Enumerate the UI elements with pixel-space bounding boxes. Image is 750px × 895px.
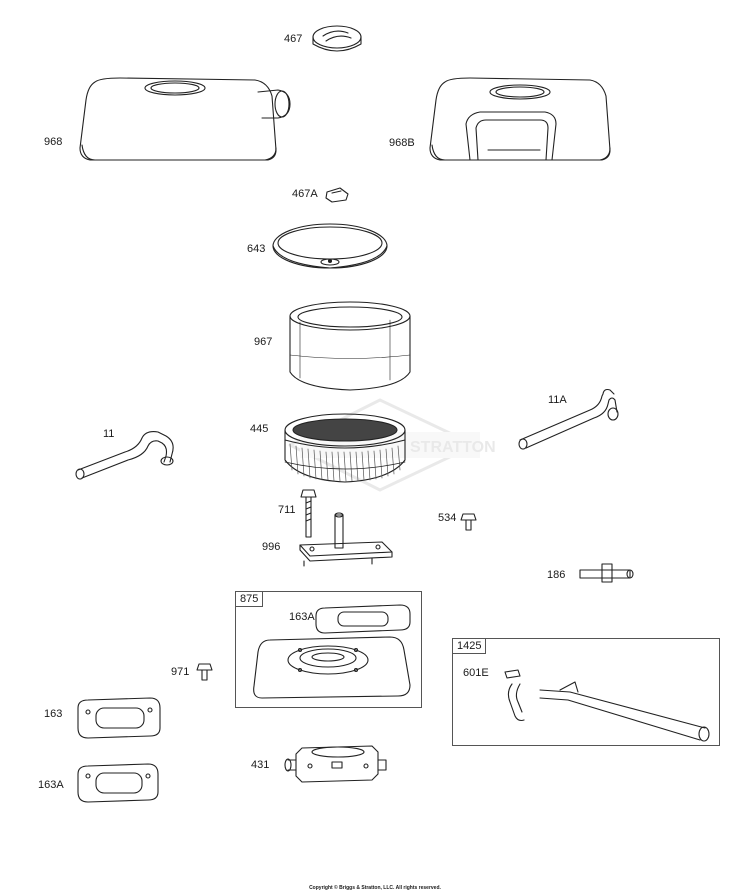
part-163a-gasket-kit [315,604,411,634]
callout-467: 467 [284,33,303,45]
callout-445: 445 [250,423,269,435]
kit-875-box [235,591,422,708]
callout-601e: 601E [463,667,489,679]
callout-534: 534 [438,512,457,524]
callout-163: 163 [44,708,63,720]
part-467a-nut [325,187,349,203]
part-186-fitting [579,563,634,583]
part-11a-tube [518,388,619,450]
part-875-adapter-plate [253,636,411,699]
callout-971: 971 [171,666,190,678]
callout-967: 967 [254,336,273,348]
part-971-screw [196,663,213,681]
part-968b-cover [429,77,611,161]
watermark-text: STRATTON [410,439,496,456]
part-601e-tube [504,669,710,742]
callout-467a: 467A [292,188,318,200]
part-711-bolt [300,489,317,538]
callout-996: 996 [262,541,281,553]
copyright-notice: Copyright © Briggs & Stratton, LLC. All … [309,885,441,891]
part-163-gasket [77,697,161,739]
kit-875-label: 875 [236,592,264,607]
part-968-cover [79,77,291,161]
part-643-plate [272,223,388,269]
kit-1425-box [452,638,720,746]
callout-11: 11 [103,428,115,440]
part-11-tube [75,431,174,480]
callout-163a: 163A [38,779,64,791]
part-967-precleaner [289,301,411,391]
kit-1425-label: 1425 [453,639,487,654]
part-996-bracket [299,512,393,567]
callout-11a: 11A [548,394,567,406]
callout-968: 968 [44,136,63,148]
callout-643: 643 [247,243,266,255]
callout-431: 431 [251,759,270,771]
part-445-filter [284,413,406,483]
part-431-adapter [284,745,387,783]
part-467-cap [312,25,362,52]
callout-711: 711 [278,504,296,516]
callout-968b: 968B [389,137,415,149]
part-163a-gasket [77,763,159,803]
callout-186: 186 [547,569,566,581]
callout-163a-kit: 163A [289,611,315,623]
part-534-screw [460,513,477,531]
